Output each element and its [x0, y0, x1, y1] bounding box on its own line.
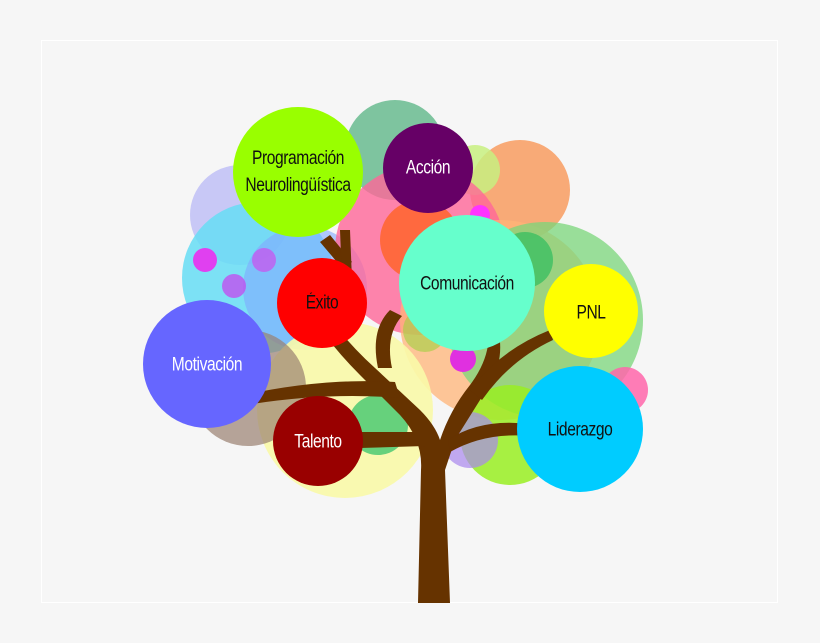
node-pnl-circle	[544, 264, 638, 358]
node-liderazgo-circle	[517, 366, 643, 492]
node-label-liderazgo: Liderazgo	[547, 419, 613, 441]
node-label-comunicacion: Comunicación	[420, 273, 514, 295]
node-label-accion: Acción	[405, 157, 451, 179]
image-frame	[41, 40, 778, 603]
node-label-motivacion: Motivación	[171, 354, 243, 376]
node-talento-circle	[273, 396, 363, 486]
node-accion-circle	[383, 123, 473, 213]
node-motivacion-circle	[143, 300, 271, 428]
node-programacion-neurolinguistica-circle	[233, 107, 363, 237]
node-label-programacion-neurolinguistica: Programación Neurolingüística	[245, 148, 351, 196]
node-comunicacion-circle	[399, 215, 535, 351]
node-label-pnl: PNL	[576, 302, 606, 324]
node-exito-circle	[277, 258, 367, 348]
concept-circles	[143, 107, 643, 492]
node-label-talento: Talento	[294, 431, 342, 453]
node-label-exito: Éxito	[305, 292, 339, 314]
tree-trunk-and-branches	[252, 230, 553, 603]
